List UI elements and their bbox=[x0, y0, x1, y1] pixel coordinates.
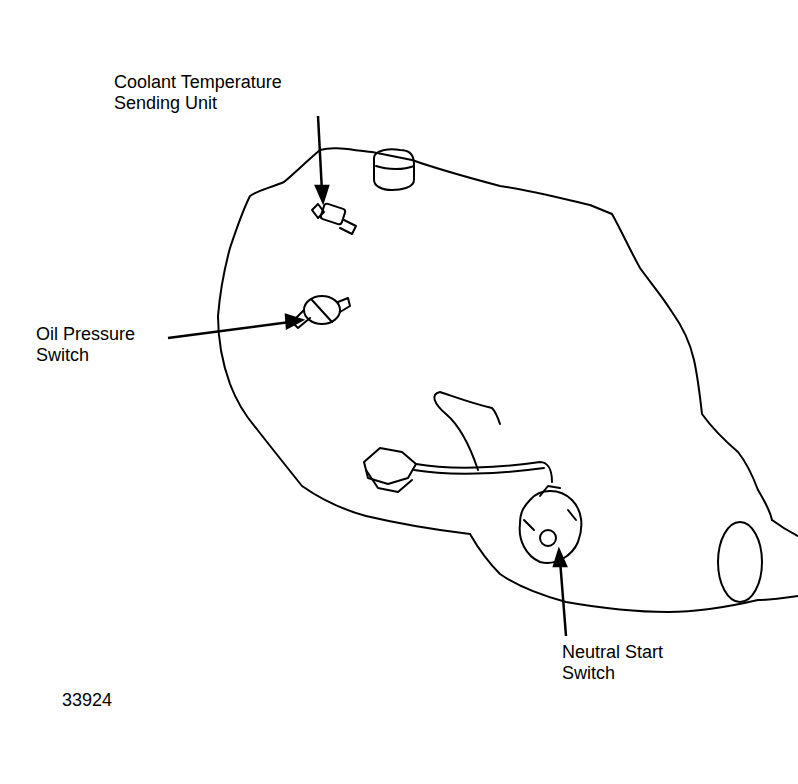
wire-harness bbox=[364, 448, 552, 492]
arrowhead bbox=[286, 315, 302, 328]
arrowhead bbox=[316, 186, 328, 202]
filler-cap bbox=[374, 149, 414, 190]
part-label: Neutral Start Switch bbox=[562, 642, 702, 684]
transmission-hump bbox=[434, 392, 500, 470]
output-housing bbox=[758, 520, 798, 600]
arrowhead bbox=[554, 550, 566, 566]
figure-number: 33924 bbox=[62, 690, 182, 711]
output-housing-end bbox=[718, 522, 762, 602]
engine-outline-left bbox=[218, 150, 470, 534]
part-label: Oil Pressure Switch bbox=[36, 324, 164, 366]
neutral-start-switch bbox=[520, 486, 582, 563]
part-label: Coolant Temperature Sending Unit bbox=[114, 72, 329, 114]
filler-cap-rim bbox=[376, 166, 414, 169]
leader-line bbox=[560, 560, 566, 636]
leader-line bbox=[168, 322, 290, 338]
engine-outline bbox=[320, 148, 772, 520]
leader-line bbox=[318, 116, 322, 192]
oil-pressure-switch bbox=[292, 296, 350, 328]
coolant-sender bbox=[312, 203, 356, 234]
transmission-outline bbox=[470, 534, 758, 612]
